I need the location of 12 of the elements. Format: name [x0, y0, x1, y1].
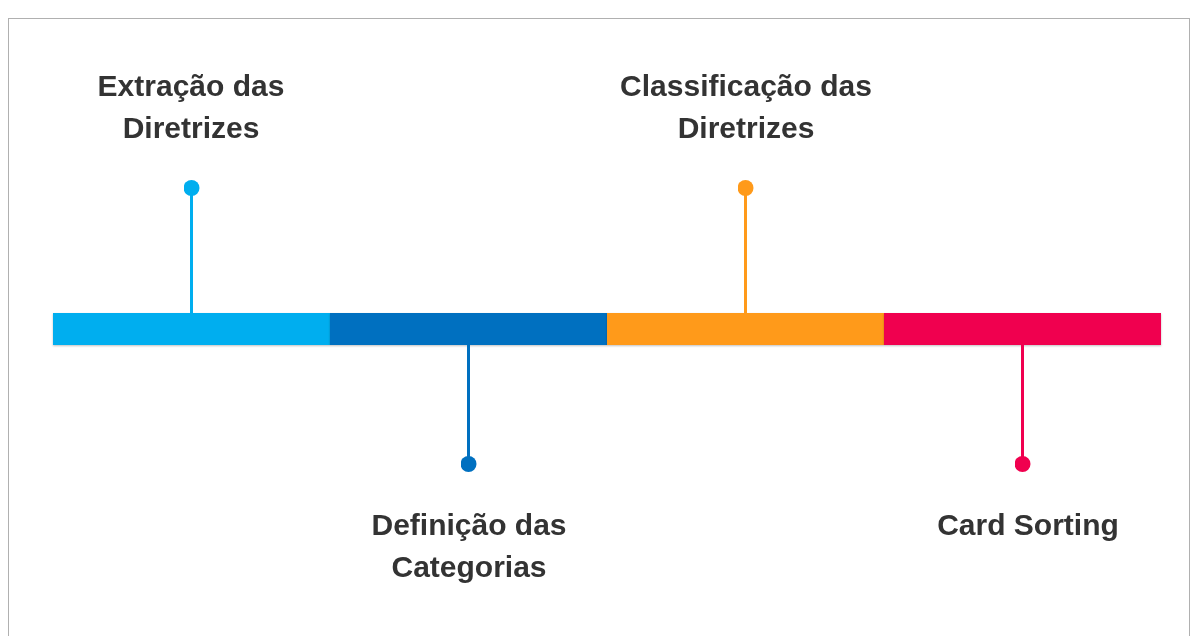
- pin-line: [183, 180, 200, 313]
- timeline-segment: [884, 313, 1161, 345]
- step-label: Extração das Diretrizes: [96, 68, 286, 146]
- timeline-segment: [330, 313, 607, 345]
- step-label: Classificação das Diretrizes: [619, 68, 873, 146]
- pin-line: [460, 345, 477, 472]
- timeline-segment: [607, 313, 884, 345]
- pin-line: [737, 180, 754, 313]
- step-label: Card Sorting: [936, 507, 1120, 543]
- step-label: Definição das Categorias: [370, 507, 568, 585]
- pin-line: [1014, 345, 1031, 472]
- timeline-segment: [53, 313, 330, 345]
